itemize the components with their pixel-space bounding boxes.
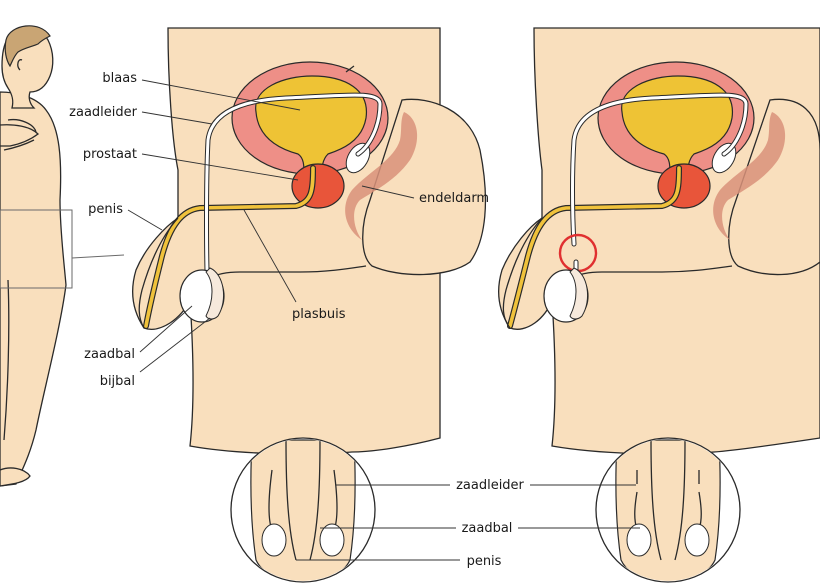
label-bladder: blaas [102, 71, 137, 86]
label-rectum: endeldarm [419, 191, 489, 206]
standing-man-figure [0, 25, 125, 487]
zoom-connector [71, 254, 125, 259]
inset-label-testis: zaadbal [462, 521, 513, 536]
cross-section-normal [132, 27, 487, 455]
leader-lines [127, 79, 640, 561]
labels: blaas zaadleider prostaat penis endeldar… [69, 71, 524, 569]
rectum [345, 112, 418, 240]
prostate [291, 163, 345, 209]
inset-label-vas-deferens: zaadleider [456, 478, 524, 493]
label-urethra: plasbuis [292, 307, 346, 322]
label-penis: penis [88, 202, 123, 217]
label-vas-deferens: zaadleider [69, 105, 137, 120]
inset-vasectomy [595, 437, 741, 583]
label-testis: zaadbal [84, 347, 135, 362]
inset-label-penis: penis [467, 554, 502, 569]
cross-section-vasectomy [498, 27, 820, 455]
epididymis [205, 267, 225, 320]
zoom-box [0, 209, 73, 289]
label-prostate: prostaat [83, 147, 137, 162]
label-epididymis: bijbal [100, 374, 135, 389]
inset-normal [230, 437, 376, 583]
